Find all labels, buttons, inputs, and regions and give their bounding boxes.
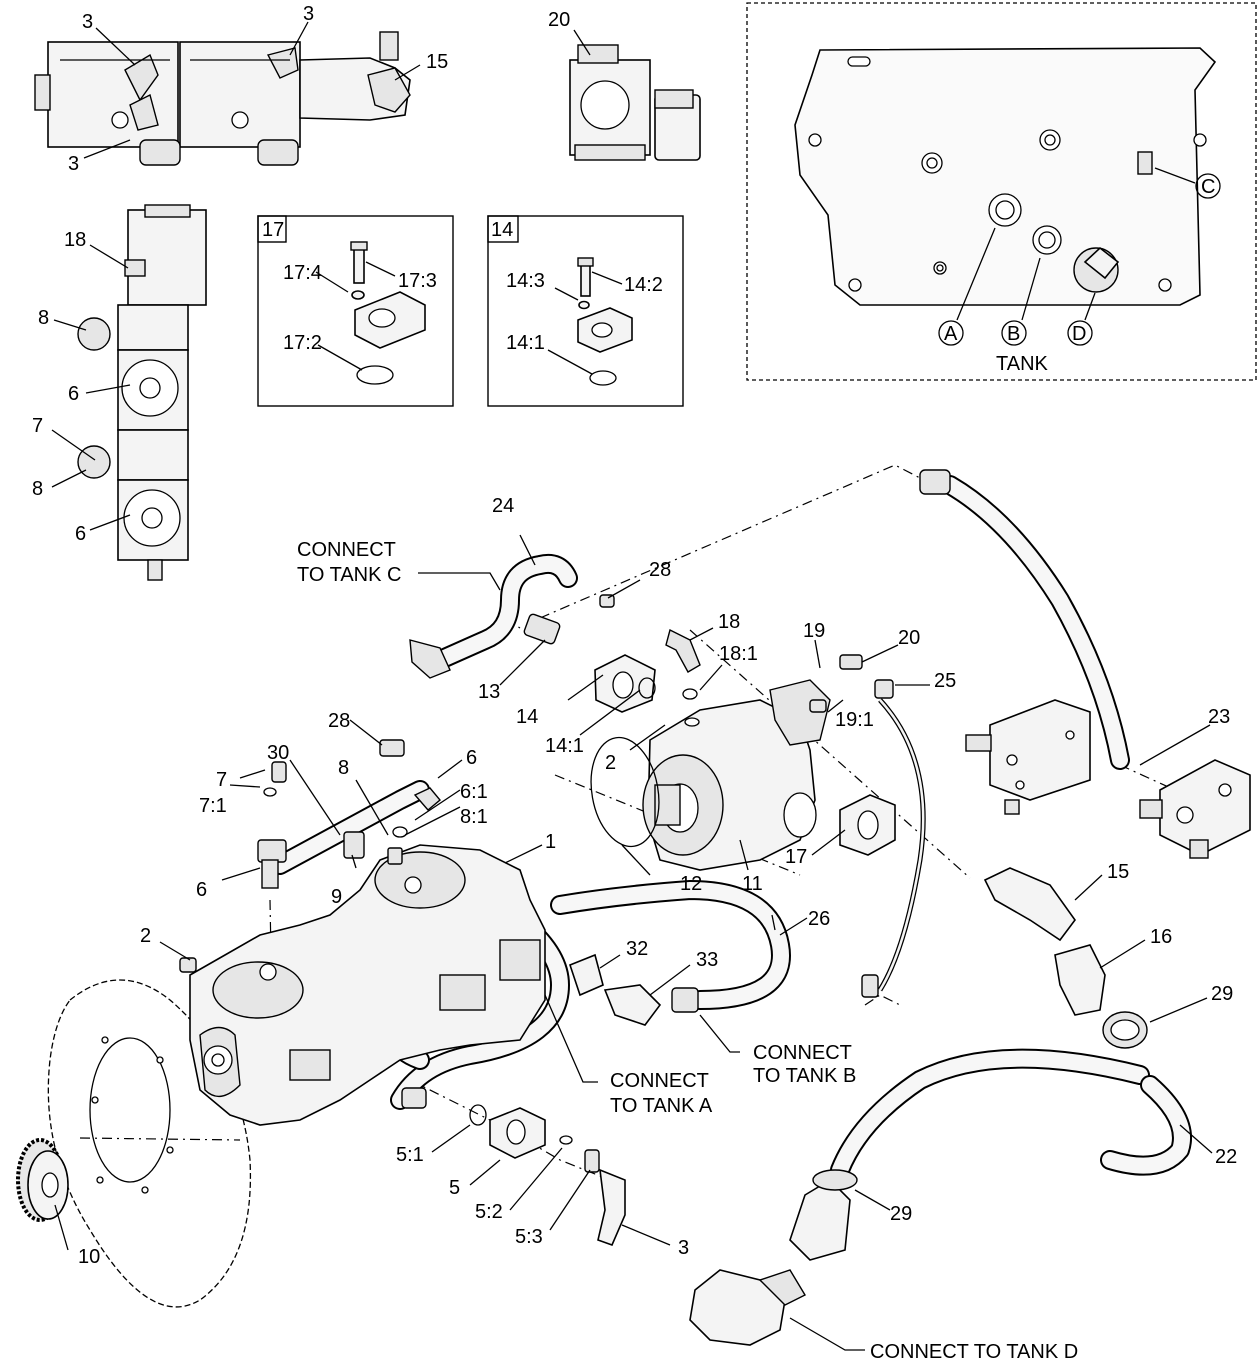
note-tank-a-line1: CONNECT xyxy=(610,1070,709,1092)
tank-title: TANK xyxy=(996,353,1049,375)
tank-port-a: A xyxy=(944,323,958,345)
flywheel xyxy=(47,979,252,1308)
tank-port-b: B xyxy=(1007,323,1020,345)
drive-gear xyxy=(16,1138,69,1222)
callout-29: 29 xyxy=(890,1203,912,1225)
callout-26: 26 xyxy=(808,908,830,930)
tank-panel: C A B D TANK xyxy=(746,2,1257,381)
detail-box-14: 14 14:3 14:2 14:1 xyxy=(487,215,684,407)
callout-23: 23 xyxy=(1208,706,1230,728)
pump-side-view xyxy=(77,204,207,581)
pump-end-view xyxy=(569,44,701,161)
callout-30: 30 xyxy=(267,742,289,764)
callout-6: 6 xyxy=(75,523,86,545)
callout-18-1: 18:1 xyxy=(719,643,758,665)
callout-8: 8 xyxy=(38,307,49,329)
callout-6: 6 xyxy=(196,879,207,901)
detail-box-17: 17 17:4 17:3 17:2 xyxy=(257,215,454,407)
callout-19: 19 xyxy=(803,620,825,642)
detail-17-label-2: 17:2 xyxy=(283,332,322,354)
detail-17-label-4: 17:4 xyxy=(283,262,322,284)
callout-1: 1 xyxy=(545,831,556,853)
callout-labels: 3 3 15 3 20 18 8 6 7 8 6 24 CONNECT TO T… xyxy=(32,3,1237,1361)
fittings xyxy=(179,469,1148,1346)
callout-17: 17 xyxy=(785,846,807,868)
callout-7: 7 xyxy=(32,415,43,437)
callout-5-3: 5:3 xyxy=(515,1226,543,1248)
callout-20: 20 xyxy=(548,9,570,31)
callout-22: 22 xyxy=(1215,1146,1237,1168)
callout-9: 9 xyxy=(331,886,342,908)
callout-15: 15 xyxy=(1107,861,1129,883)
callout-7: 7 xyxy=(216,769,227,791)
charge-pump xyxy=(642,679,831,871)
callout-15: 15 xyxy=(426,51,448,73)
callout-2: 2 xyxy=(140,925,151,947)
callout-18: 18 xyxy=(718,611,740,633)
callout-14-1: 14:1 xyxy=(545,735,584,757)
callout-5-1: 5:1 xyxy=(396,1144,424,1166)
tank-port-c: C xyxy=(1201,176,1215,198)
callout-5-2: 5:2 xyxy=(475,1201,503,1223)
callout-32: 32 xyxy=(626,938,648,960)
callout-28: 28 xyxy=(649,559,671,581)
callout-2: 2 xyxy=(605,752,616,774)
tandem-pump xyxy=(189,844,546,1126)
callout-14: 14 xyxy=(516,706,538,728)
callout-6: 6 xyxy=(466,747,477,769)
callout-19-1: 19:1 xyxy=(835,709,874,731)
callout-6: 6 xyxy=(68,383,79,405)
callout-25: 25 xyxy=(934,670,956,692)
callout-28: 28 xyxy=(328,710,350,732)
callout-3: 3 xyxy=(82,11,93,33)
note-tank-c-line1: CONNECT xyxy=(297,539,396,561)
callout-3: 3 xyxy=(678,1237,689,1259)
callout-11: 11 xyxy=(742,873,763,895)
callout-8: 8 xyxy=(338,757,349,779)
o-ring-seal xyxy=(590,736,660,848)
detail-14-label-3: 14:3 xyxy=(506,270,545,292)
callout-3: 3 xyxy=(303,3,314,25)
detail-14-label-1: 14:1 xyxy=(506,332,545,354)
callout-18: 18 xyxy=(64,229,86,251)
pump-top-view xyxy=(34,31,411,166)
detail-14-tag: 14 xyxy=(491,219,513,241)
callout-6-1: 6:1 xyxy=(460,781,488,803)
hoses xyxy=(270,475,1192,1180)
callout-20: 20 xyxy=(898,627,920,649)
note-tank-d: CONNECT TO TANK D xyxy=(870,1341,1078,1361)
callout-10: 10 xyxy=(78,1246,100,1268)
callout-3: 3 xyxy=(68,153,79,175)
detail-17-label-3: 17:3 xyxy=(398,270,437,292)
control-valve-block xyxy=(965,699,1091,815)
callout-8-1: 8:1 xyxy=(460,806,488,828)
note-tank-b-line1: CONNECT xyxy=(753,1042,852,1064)
callout-29: 29 xyxy=(1211,983,1233,1005)
detail-14-label-2: 14:2 xyxy=(624,274,663,296)
relief-valve-block xyxy=(1139,759,1251,859)
callout-5: 5 xyxy=(449,1177,460,1199)
detail-17-tag: 17 xyxy=(262,219,284,241)
callout-7-1: 7:1 xyxy=(199,795,227,817)
note-tank-a-line2: TO TANK A xyxy=(610,1095,713,1117)
note-tank-c-line2: TO TANK C xyxy=(297,564,401,586)
tank-port-d: D xyxy=(1072,323,1086,345)
leader-lines xyxy=(51,21,1213,1351)
callout-13: 13 xyxy=(478,681,500,703)
callout-12: 12 xyxy=(680,873,702,895)
callout-33: 33 xyxy=(696,949,718,971)
note-tank-b-line2: TO TANK B xyxy=(753,1065,856,1087)
callout-16: 16 xyxy=(1150,926,1172,948)
callout-24: 24 xyxy=(492,495,514,517)
callout-8: 8 xyxy=(32,478,43,500)
